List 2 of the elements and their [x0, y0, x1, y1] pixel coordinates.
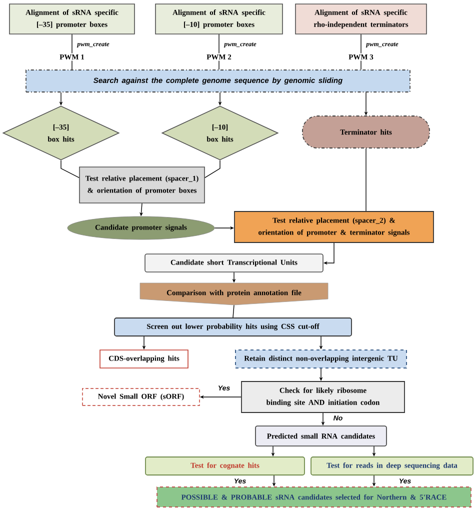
arrow	[60, 160, 80, 178]
arrow	[204, 160, 220, 178]
